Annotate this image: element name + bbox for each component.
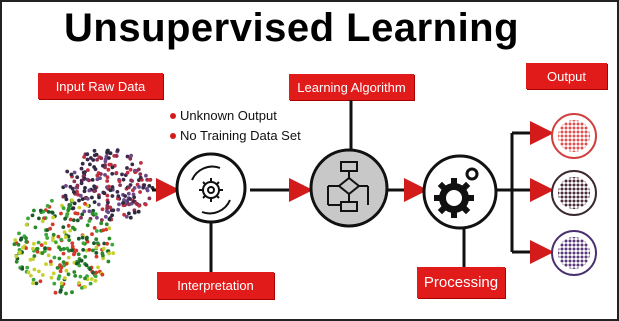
bullet-dot-icon xyxy=(170,113,176,119)
interpretation-node xyxy=(175,152,247,224)
label-learning-algorithm: Learning Algorithm xyxy=(289,74,414,100)
output-cluster-red xyxy=(551,113,597,159)
flowchart-icon xyxy=(327,161,369,212)
bullet-item: Unknown Output xyxy=(170,106,301,126)
learning-algorithm-node xyxy=(309,148,389,228)
label-input-raw-data: Input Raw Data xyxy=(38,73,163,99)
bullet-item: No Training Data Set xyxy=(170,126,301,146)
output-cluster-purple xyxy=(551,230,597,276)
label-processing: Processing xyxy=(417,267,505,298)
processing-node xyxy=(422,154,498,230)
label-output: Output xyxy=(526,63,607,89)
bullet-dot-icon xyxy=(170,133,176,139)
label-interpretation: Interpretation xyxy=(157,272,274,299)
gear-cycle-icon xyxy=(191,165,231,215)
diagram-title: Unsupervised Learning xyxy=(64,6,520,50)
bullet-list: Unknown Output No Training Data Set xyxy=(170,106,301,146)
output-cluster-dark xyxy=(551,170,597,216)
gear-icon xyxy=(434,167,479,218)
raw-data-scatter xyxy=(12,148,155,296)
